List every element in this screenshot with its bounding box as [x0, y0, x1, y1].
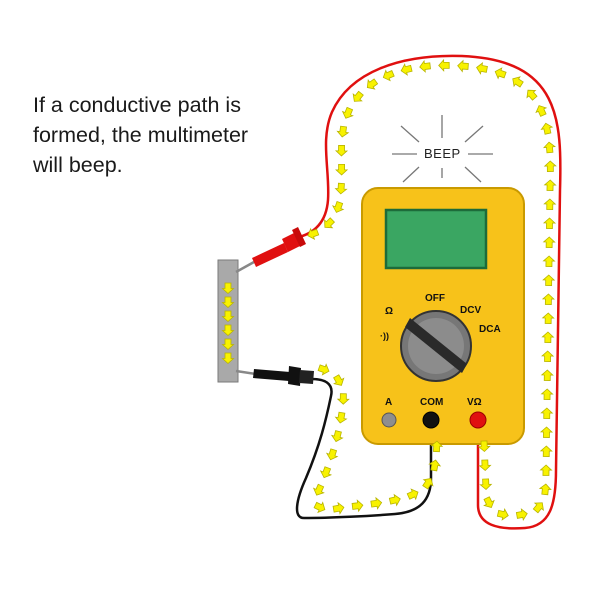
- flow-arrow-icon: [477, 440, 491, 453]
- flow-arrow-icon: [332, 501, 345, 515]
- flow-arrow-icon: [532, 502, 544, 514]
- caption-text: If a conductive path is formed, the mult…: [33, 90, 333, 180]
- jack-a[interactable]: [381, 412, 397, 428]
- jack-com[interactable]: [422, 411, 440, 429]
- flow-arrow-icon: [496, 508, 509, 521]
- flow-arrow-icon: [479, 478, 493, 491]
- jack-label-a: A: [385, 397, 392, 408]
- dial-label-ohm: Ω: [385, 306, 393, 317]
- flow-arrow-icon: [494, 67, 507, 80]
- flow-arrow-icon: [336, 125, 350, 138]
- flow-arrow-icon: [542, 255, 556, 267]
- flow-arrow-icon: [335, 163, 349, 176]
- flow-arrow-icon: [317, 363, 330, 376]
- flow-arrow-icon: [542, 141, 557, 154]
- flow-arrow-icon: [221, 296, 235, 309]
- flow-arrow-icon: [334, 411, 348, 424]
- flow-arrow-icon: [515, 508, 528, 522]
- flow-arrow-icon: [526, 89, 538, 101]
- flow-arrow-icon: [313, 501, 326, 514]
- flow-arrow-icon: [540, 369, 554, 381]
- flow-arrow-icon: [542, 236, 556, 248]
- flow-arrow-icon: [221, 338, 235, 351]
- red-probe: [235, 227, 306, 274]
- flow-arrow-icon: [331, 200, 345, 213]
- multimeter: OFF Ω DCV DCA ·)) A COM VΩ: [361, 187, 525, 445]
- flow-arrow-icon: [334, 144, 349, 157]
- flow-arrow-icon: [483, 496, 495, 509]
- flow-arrow-icon: [341, 106, 354, 119]
- flow-arrow-icon: [542, 217, 557, 229]
- flow-arrow-icon: [406, 488, 419, 501]
- dial-pointer: [405, 318, 467, 373]
- dial-label-dca: DCA: [479, 324, 501, 335]
- flow-arrow-icon: [543, 198, 557, 210]
- current-flow-arrows: [221, 58, 557, 522]
- flow-arrow-icon: [422, 478, 434, 490]
- flow-arrow-icon: [430, 440, 444, 453]
- dial-label-dcv: DCV: [460, 305, 481, 316]
- flow-arrow-icon: [400, 63, 413, 76]
- continuity-symbol-icon: ·)): [380, 331, 389, 341]
- flow-arrow-icon: [541, 350, 555, 362]
- flow-arrow-icon: [333, 374, 345, 386]
- flow-arrow-icon: [307, 227, 320, 240]
- flow-arrow-icon: [535, 105, 548, 117]
- meter-display: [384, 208, 488, 270]
- flow-arrow-icon: [419, 59, 431, 73]
- flow-arrow-icon: [370, 496, 383, 510]
- flow-arrow-icon: [457, 59, 469, 73]
- flow-arrow-icon: [221, 282, 235, 295]
- flow-arrow-icon: [221, 352, 235, 365]
- caption-line-3: will beep.: [33, 153, 123, 177]
- flow-arrow-icon: [539, 445, 553, 457]
- caption-line-2: formed, the multimeter: [33, 123, 249, 147]
- red-lead-wire: [294, 54, 562, 530]
- flow-arrow-icon: [540, 407, 554, 419]
- flow-arrow-icon: [382, 69, 395, 82]
- caption-line-1: If a conductive path is: [33, 93, 241, 117]
- jack-vohm[interactable]: [469, 411, 487, 429]
- flow-arrow-icon: [476, 62, 488, 75]
- flow-arrow-icon: [325, 448, 339, 461]
- flow-arrow-icon: [438, 58, 450, 72]
- flow-arrow-icon: [388, 493, 401, 507]
- flow-arrow-icon: [221, 310, 235, 323]
- jack-label-vohm: VΩ: [467, 397, 482, 408]
- flow-arrow-icon: [541, 312, 555, 324]
- flow-arrow-icon: [221, 324, 235, 337]
- flow-arrow-icon: [330, 430, 344, 443]
- flow-arrow-icon: [324, 217, 336, 229]
- flow-arrow-icon: [542, 274, 556, 286]
- flow-arrow-icon: [428, 459, 442, 472]
- flow-arrow-icon: [540, 122, 554, 135]
- flow-arrow-icon: [543, 160, 557, 172]
- beep-indicator: BEEP: [392, 115, 493, 183]
- jack-label-com: COM: [420, 397, 443, 408]
- flow-arrow-icon: [540, 388, 554, 400]
- dial-label-off: OFF: [425, 293, 445, 304]
- flow-arrow-icon: [319, 466, 333, 479]
- flow-arrow-icon: [336, 393, 350, 405]
- beep-label: BEEP: [424, 146, 461, 161]
- flow-arrow-icon: [539, 464, 553, 476]
- black-lead-wire: [295, 377, 433, 520]
- flow-arrow-icon: [351, 499, 364, 513]
- flow-arrow-icon: [478, 459, 492, 472]
- flow-arrow-icon: [543, 179, 557, 191]
- flow-arrow-icon: [539, 426, 554, 438]
- black-probe: [235, 366, 314, 386]
- flow-arrow-icon: [352, 90, 364, 102]
- flow-arrow-icon: [541, 293, 555, 305]
- flow-arrow-icon: [512, 76, 524, 88]
- flow-arrow-icon: [541, 331, 555, 343]
- flow-arrow-icon: [366, 78, 379, 90]
- flow-arrow-icon: [334, 182, 348, 195]
- flow-arrow-icon: [538, 483, 552, 496]
- flow-arrow-icon: [312, 483, 325, 496]
